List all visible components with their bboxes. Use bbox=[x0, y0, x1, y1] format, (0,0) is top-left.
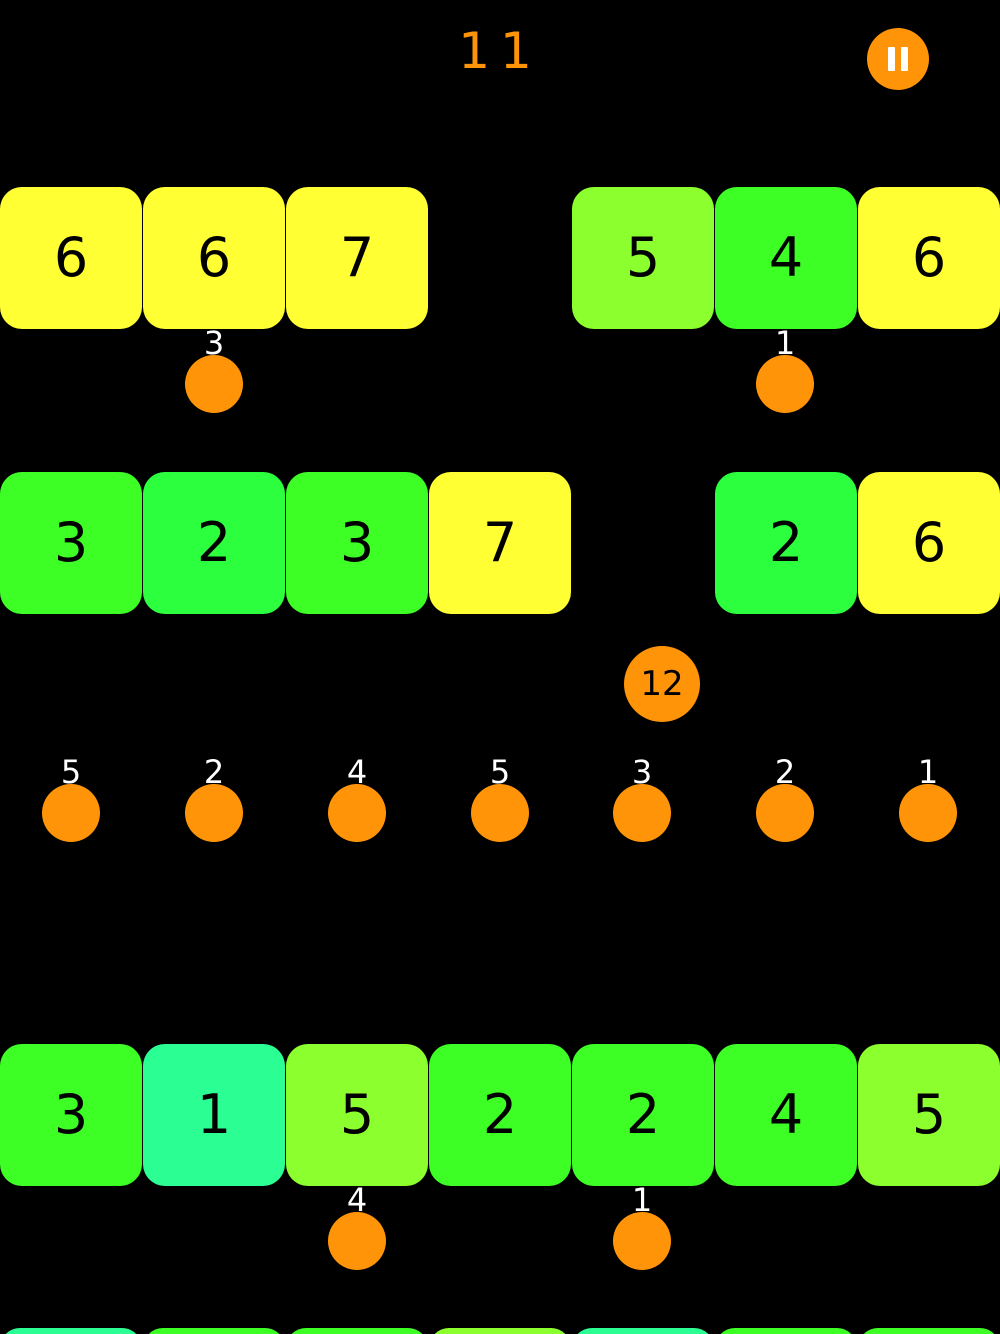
ball-icon bbox=[756, 784, 814, 842]
brick-hit-count: 4 bbox=[768, 1083, 804, 1146]
ball-icon bbox=[471, 784, 529, 842]
next-row-brick bbox=[429, 1328, 571, 1334]
brick-hit-count: 2 bbox=[196, 511, 232, 574]
pickup-count: 2 bbox=[203, 753, 225, 791]
brick-hit-count: 6 bbox=[911, 226, 947, 289]
brick-hit-count: 6 bbox=[196, 226, 232, 289]
ball-pickup: 2 bbox=[184, 753, 244, 842]
brick: 5 bbox=[858, 1044, 1000, 1186]
brick-hit-count: 3 bbox=[53, 1083, 89, 1146]
ball-pickup: 1 bbox=[612, 1181, 672, 1270]
ball-pickup: 1 bbox=[898, 753, 958, 842]
brick: 2 bbox=[143, 472, 285, 614]
ball-icon bbox=[185, 784, 243, 842]
ball-icon bbox=[328, 784, 386, 842]
ball-icon bbox=[899, 784, 957, 842]
brick-hit-count: 5 bbox=[625, 226, 661, 289]
brick-hit-count: 2 bbox=[625, 1083, 661, 1146]
brick: 6 bbox=[858, 187, 1000, 329]
brick-hit-count: 2 bbox=[768, 511, 804, 574]
pickup-count: 2 bbox=[774, 753, 796, 791]
brick-hit-count: 3 bbox=[339, 511, 375, 574]
pause-icon bbox=[888, 47, 895, 71]
ball-icon bbox=[42, 784, 100, 842]
ball-icon bbox=[613, 784, 671, 842]
next-row-brick bbox=[715, 1328, 857, 1334]
brick: 2 bbox=[429, 1044, 571, 1186]
ball-pickup: 3 bbox=[184, 324, 244, 413]
pickup-count: 5 bbox=[60, 753, 82, 791]
brick-hit-count: 5 bbox=[911, 1083, 947, 1146]
ball-pickup: 4 bbox=[327, 1181, 387, 1270]
pickup-count: 1 bbox=[774, 324, 796, 362]
ball-pickup: 1 bbox=[755, 324, 815, 413]
ball-pickup: 5 bbox=[41, 753, 101, 842]
ball-icon bbox=[185, 355, 243, 413]
pickup-count: 4 bbox=[346, 753, 368, 791]
brick: 5 bbox=[286, 1044, 428, 1186]
brick: 3 bbox=[0, 1044, 142, 1186]
brick: 1 bbox=[143, 1044, 285, 1186]
ball-icon bbox=[756, 355, 814, 413]
ball-pickup: 4 bbox=[327, 753, 387, 842]
ball-pickup: 2 bbox=[755, 753, 815, 842]
next-row-brick bbox=[858, 1328, 1000, 1334]
brick-hit-count: 6 bbox=[911, 511, 947, 574]
brick: 6 bbox=[143, 187, 285, 329]
next-row-brick bbox=[572, 1328, 714, 1334]
brick: 5 bbox=[572, 187, 714, 329]
brick-hit-count: 2 bbox=[482, 1083, 518, 1146]
brick: 7 bbox=[429, 472, 571, 614]
next-row-brick bbox=[143, 1328, 285, 1334]
next-row-brick bbox=[0, 1328, 142, 1334]
brick-hit-count: 1 bbox=[196, 1083, 232, 1146]
brick: 2 bbox=[572, 1044, 714, 1186]
ball-launcher[interactable]: 12 bbox=[624, 646, 700, 722]
brick-hit-count: 7 bbox=[339, 226, 375, 289]
brick: 2 bbox=[715, 472, 857, 614]
brick-hit-count: 3 bbox=[53, 511, 89, 574]
brick-hit-count: 6 bbox=[53, 226, 89, 289]
brick-hit-count: 4 bbox=[768, 226, 804, 289]
pickup-count: 1 bbox=[917, 753, 939, 791]
brick: 4 bbox=[715, 187, 857, 329]
brick: 6 bbox=[0, 187, 142, 329]
brick: 3 bbox=[286, 472, 428, 614]
ball-icon bbox=[328, 1212, 386, 1270]
pause-icon-bar bbox=[901, 47, 908, 71]
pickup-count: 1 bbox=[631, 1181, 653, 1219]
brick: 7 bbox=[286, 187, 428, 329]
pickup-count: 3 bbox=[631, 753, 653, 791]
ball-pickup: 5 bbox=[470, 753, 530, 842]
next-row-brick bbox=[286, 1328, 428, 1334]
pickup-count: 3 bbox=[203, 324, 225, 362]
brick: 6 bbox=[858, 472, 1000, 614]
brick-hit-count: 7 bbox=[482, 511, 518, 574]
pickup-count: 5 bbox=[489, 753, 511, 791]
pickup-count: 4 bbox=[346, 1181, 368, 1219]
brick-hit-count: 5 bbox=[339, 1083, 375, 1146]
brick: 4 bbox=[715, 1044, 857, 1186]
ball-pickup: 3 bbox=[612, 753, 672, 842]
ball-count: 12 bbox=[640, 664, 684, 704]
pause-button[interactable] bbox=[867, 28, 929, 90]
ball-icon bbox=[613, 1212, 671, 1270]
brick: 3 bbox=[0, 472, 142, 614]
score-counter: 11 bbox=[458, 22, 542, 80]
